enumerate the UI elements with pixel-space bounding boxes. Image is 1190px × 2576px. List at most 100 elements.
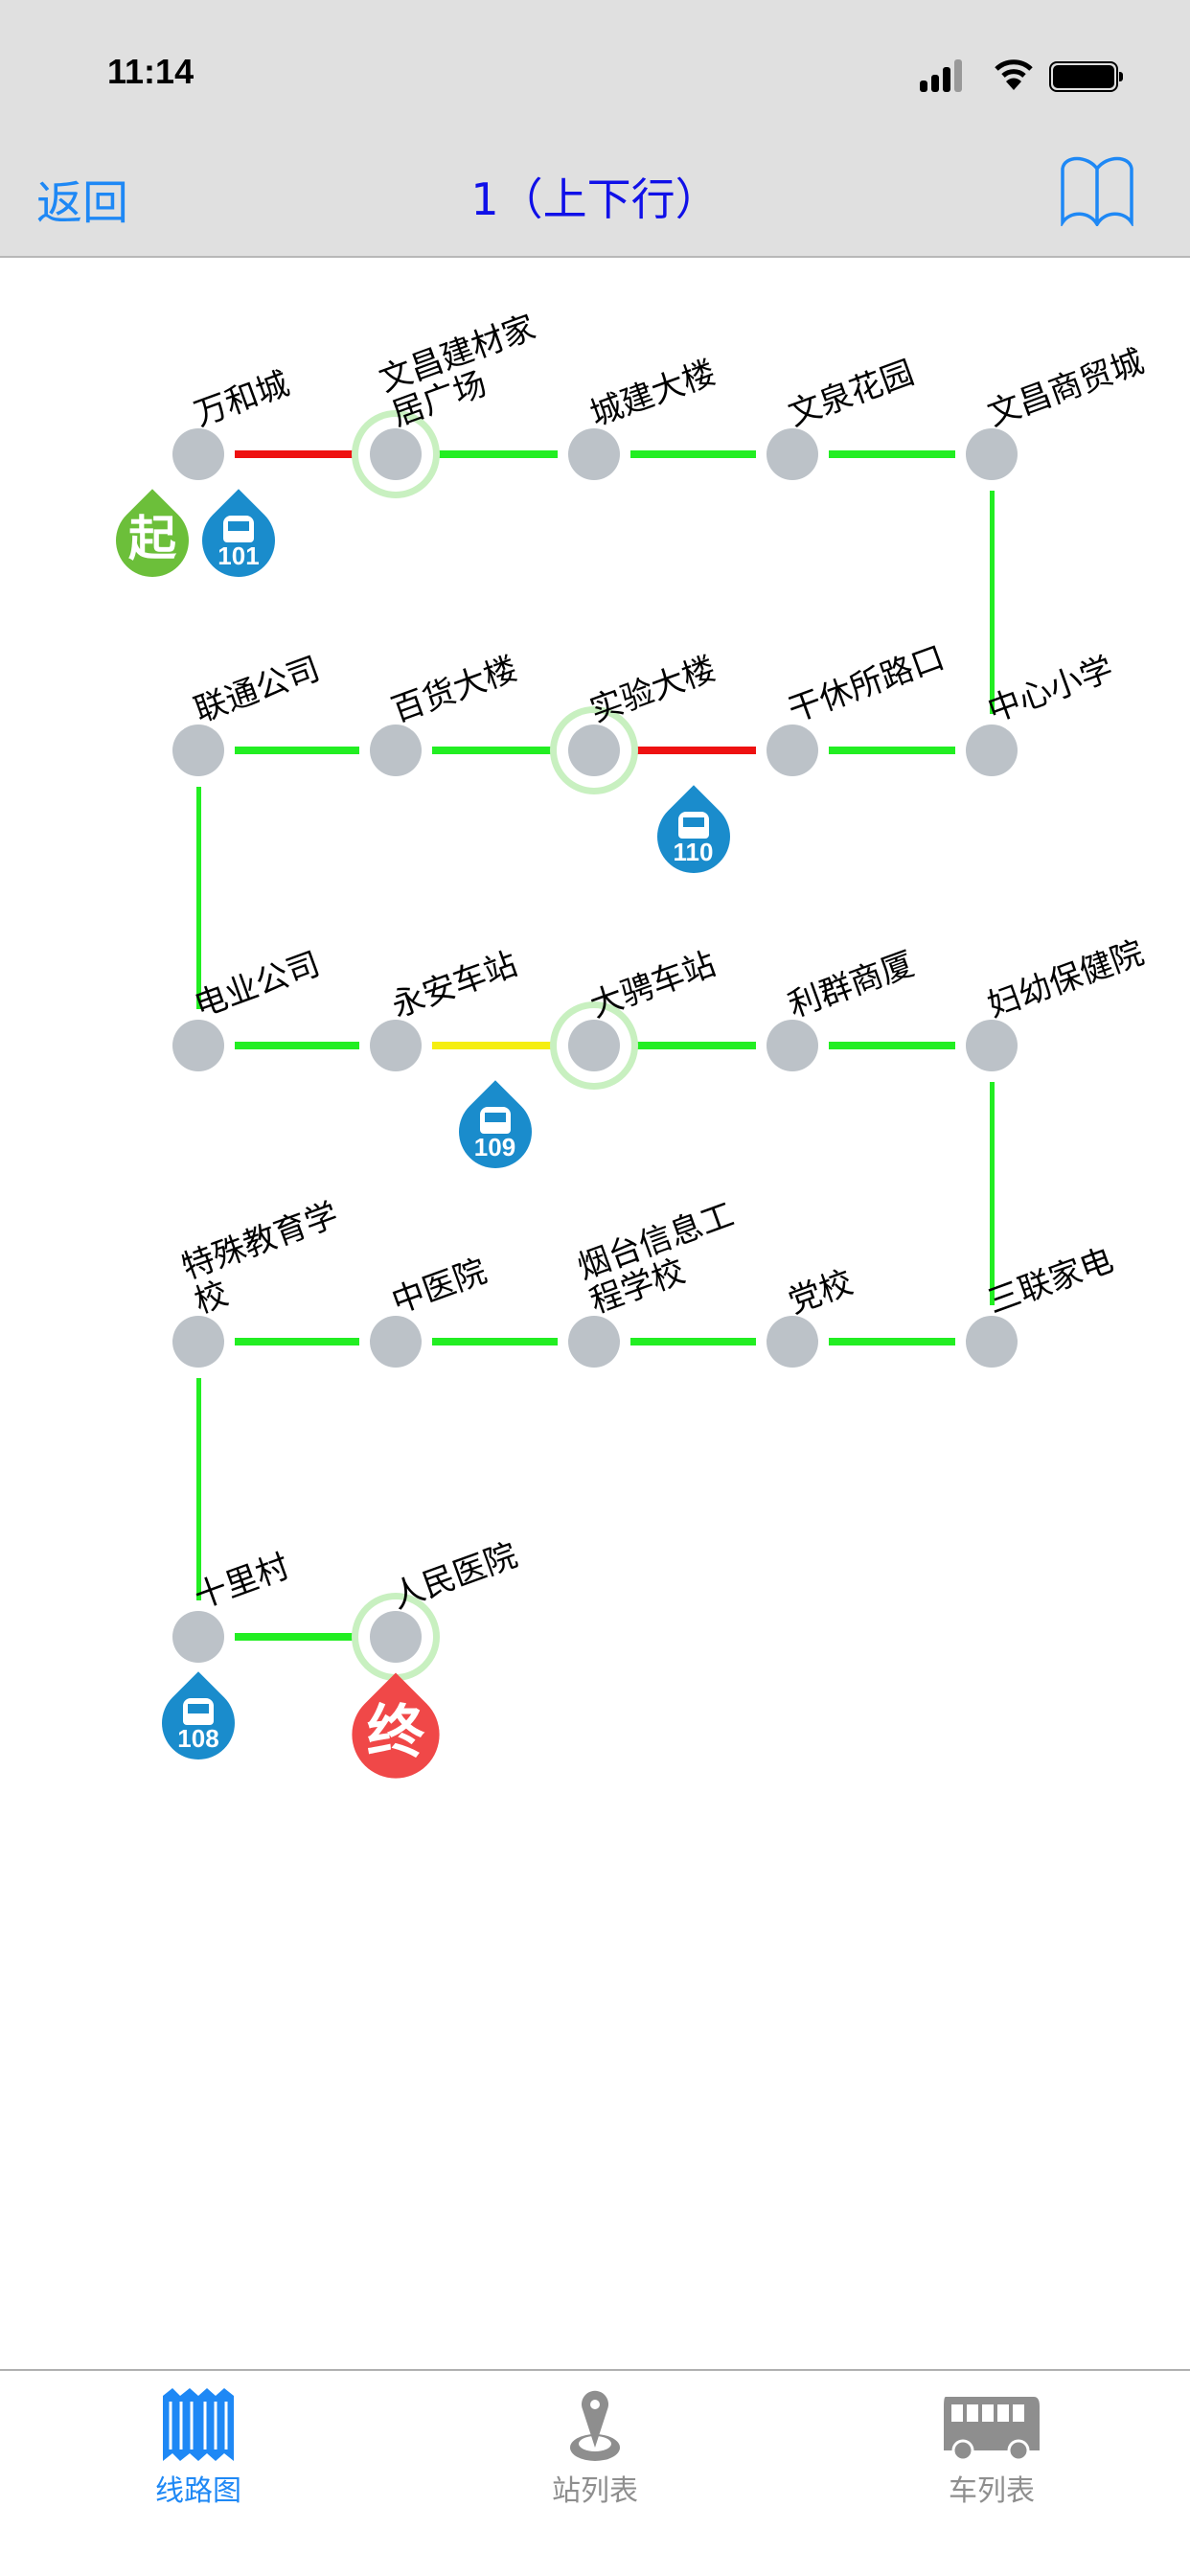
station-label[interactable]: 干休所路口 xyxy=(783,638,950,730)
route-segment xyxy=(432,747,558,754)
bus-number: 110 xyxy=(673,838,714,866)
route-segment xyxy=(235,1338,359,1346)
tab-station-list[interactable]: 站列表 xyxy=(397,2371,793,2515)
station-dot[interactable] xyxy=(370,1611,422,1663)
map-icon xyxy=(163,2388,234,2461)
station-label[interactable]: 三联家电 xyxy=(982,1240,1119,1322)
bus-icon xyxy=(677,812,709,839)
bus-pin[interactable]: 108 xyxy=(147,1666,250,1775)
station-dot[interactable] xyxy=(568,1020,620,1071)
route-segment xyxy=(630,747,756,754)
route-segment xyxy=(235,747,359,754)
route-segment xyxy=(196,787,201,1009)
station-label[interactable]: 党校 xyxy=(783,1263,858,1322)
tab-route-map[interactable]: 线路图 xyxy=(0,2371,397,2515)
station-dot[interactable] xyxy=(767,1020,818,1071)
route-segment xyxy=(432,450,558,458)
tab-bar: 线路图 站列表 车列表 xyxy=(0,2369,1190,2576)
station-label[interactable]: 人民医院 xyxy=(386,1535,523,1617)
station-label[interactable]: 利群商厦 xyxy=(783,944,920,1025)
bus-pin[interactable]: 101 xyxy=(187,483,290,592)
signal-icon xyxy=(920,59,970,92)
route-segment xyxy=(235,1042,359,1049)
station-dot[interactable] xyxy=(370,724,422,776)
route-segment xyxy=(235,450,359,458)
station-dot[interactable] xyxy=(172,724,224,776)
tab-label: 站列表 xyxy=(552,2474,638,2508)
station-label[interactable]: 文泉花园 xyxy=(783,353,920,434)
route-segment xyxy=(990,491,995,714)
station-label[interactable]: 妇幼保健院 xyxy=(982,933,1150,1025)
station-label[interactable]: 烟台信息工 程学校 xyxy=(572,1195,740,1322)
back-button[interactable]: 返回 xyxy=(36,176,129,230)
start-pin-label: 起 xyxy=(128,511,176,566)
station-dot[interactable] xyxy=(568,724,620,776)
route-segment xyxy=(432,1338,558,1346)
station-dot[interactable] xyxy=(966,428,1018,480)
station-label[interactable]: 万和城 xyxy=(189,364,295,434)
station-dot[interactable] xyxy=(767,428,818,480)
station-label[interactable]: 城建大楼 xyxy=(584,353,721,434)
station-label[interactable]: 中心小学 xyxy=(982,649,1119,730)
status-time: 11:14 xyxy=(107,52,195,91)
station-label[interactable]: 永安车站 xyxy=(386,944,523,1025)
tab-label: 车列表 xyxy=(949,2474,1035,2508)
wifi-icon xyxy=(995,59,1033,90)
battery-icon xyxy=(1049,61,1123,92)
station-dot[interactable] xyxy=(172,1611,224,1663)
bus-number: 109 xyxy=(473,1133,516,1162)
route-segment xyxy=(630,450,756,458)
bus-pin[interactable]: 110 xyxy=(641,779,745,888)
route-segment xyxy=(630,1042,756,1049)
station-dot[interactable] xyxy=(767,724,818,776)
bus-number: 101 xyxy=(217,541,260,570)
header: 11:14 返回 1（上下行） xyxy=(0,0,1190,258)
station-label[interactable]: 中医院 xyxy=(386,1252,492,1322)
tab-bus-list[interactable]: 车列表 xyxy=(793,2371,1190,2515)
route-segment xyxy=(829,1338,955,1346)
station-label[interactable]: 文昌商贸城 xyxy=(982,342,1150,434)
bus-icon xyxy=(223,516,254,542)
location-pin-icon xyxy=(570,2390,620,2461)
route-segment xyxy=(432,1042,558,1049)
station-label[interactable]: 特殊教育学 校 xyxy=(176,1195,344,1322)
route-segment xyxy=(990,1082,995,1305)
station-dot[interactable] xyxy=(568,1316,620,1368)
station-label[interactable]: 百货大楼 xyxy=(386,649,523,730)
station-dot[interactable] xyxy=(966,1020,1018,1071)
route-segment xyxy=(829,747,955,754)
station-label[interactable]: 联通公司 xyxy=(189,649,326,730)
page-title: 1（上下行） xyxy=(470,173,720,225)
bus-icon xyxy=(944,2397,1040,2462)
station-dot[interactable] xyxy=(172,1316,224,1368)
end-pin-label: 终 xyxy=(367,1698,424,1766)
station-dot[interactable] xyxy=(966,1316,1018,1368)
station-dot[interactable] xyxy=(966,724,1018,776)
station-label[interactable]: 大骋车站 xyxy=(584,944,721,1025)
station-label[interactable]: 电业公司 xyxy=(189,944,326,1025)
tab-label: 线路图 xyxy=(155,2474,241,2508)
station-dot[interactable] xyxy=(568,428,620,480)
route-segment xyxy=(235,1633,359,1641)
route-segment xyxy=(196,1378,201,1600)
station-label[interactable]: 文昌建材家 居广场 xyxy=(374,308,541,434)
route-segment xyxy=(829,450,955,458)
station-dot[interactable] xyxy=(172,1020,224,1071)
start-pin[interactable]: 起 xyxy=(101,483,204,592)
route-map: 万和城 文昌建材家 居广场城建大楼文泉花园文昌商贸城中心小学干休所路口实验大楼百货… xyxy=(0,260,1190,2368)
book-icon[interactable] xyxy=(1059,155,1135,226)
route-segment xyxy=(630,1338,756,1346)
station-label[interactable]: 十里村 xyxy=(189,1547,295,1617)
route-segment xyxy=(829,1042,955,1049)
bus-icon xyxy=(479,1107,511,1134)
station-dot[interactable] xyxy=(370,1316,422,1368)
bus-pin[interactable]: 109 xyxy=(443,1074,547,1184)
bus-icon xyxy=(183,1698,214,1725)
end-pin[interactable]: 终 xyxy=(333,1666,458,1797)
station-dot[interactable] xyxy=(767,1316,818,1368)
station-dot[interactable] xyxy=(370,428,422,480)
bus-number: 108 xyxy=(177,1724,219,1753)
station-label[interactable]: 实验大楼 xyxy=(584,649,721,730)
station-dot[interactable] xyxy=(172,428,224,480)
station-dot[interactable] xyxy=(370,1020,422,1071)
